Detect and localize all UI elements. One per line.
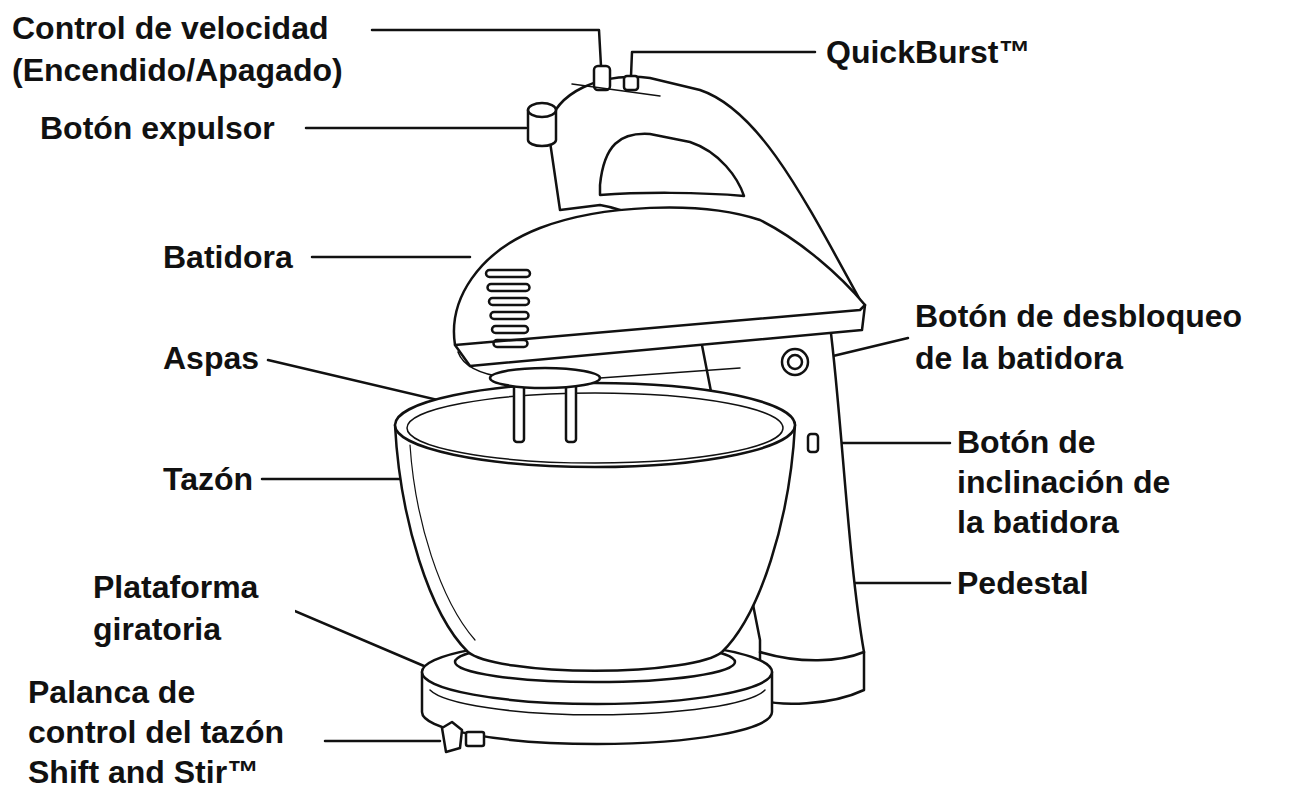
controls-stroke [782,349,808,375]
leader-lines-stroke [631,52,815,76]
part-label: Botón de inclinación de la batidora [955,422,1181,542]
bowl-lever [442,722,484,752]
vent-slots [486,270,530,347]
bowl-stroke [410,445,475,640]
controls-stroke [572,84,660,96]
bowl-lever-stroke [442,722,462,752]
mixer-head-stroke [600,134,744,196]
part-label: QuickBurst™ [824,31,1032,73]
vent-slots-stroke [492,326,528,333]
vent-slots-stroke [489,298,529,305]
mixer-head-stroke [454,208,865,366]
bowl-lever-stroke [466,732,484,746]
part-label: Pedestal [955,562,1091,604]
controls-stroke [808,434,818,452]
controls-stroke [624,76,638,90]
part-label: Batidora [161,236,295,278]
part-label: Plataforma giratoria [91,566,295,650]
controls [528,66,818,452]
bowl-stroke [407,393,783,463]
vent-slots-stroke [488,284,530,291]
turntable-stroke [430,690,765,715]
leader-lines-stroke [848,582,950,585]
leader-lines-stroke [312,256,470,259]
vent-slots-stroke [491,312,529,319]
controls-stroke [594,66,610,90]
part-label: Botón de desbloqueo de la batidora [913,295,1289,379]
leader-lines-stroke [372,30,601,66]
controls-stroke [788,355,802,369]
mixer-head [454,77,865,388]
bowl [395,383,795,682]
vent-slots-stroke [486,270,530,277]
part-label: Tazón [161,458,255,500]
leader-lines [250,30,950,741]
pedestal-stroke [760,652,864,660]
vent-slots-stroke [494,340,528,347]
part-label: Palanca de control del tazón Shift and S… [26,672,298,792]
leader-lines-stroke [262,478,400,481]
bowl-stroke [395,383,795,467]
mixer-head-stroke [490,368,600,388]
part-label: Control de velocidad (Encendido/Apagado) [10,7,359,91]
leader-lines-stroke [306,127,526,130]
part-label: Aspas [161,337,261,379]
controls-stroke [528,103,556,117]
part-label: Botón expulsor [38,107,277,149]
leader-lines-stroke [325,740,440,743]
